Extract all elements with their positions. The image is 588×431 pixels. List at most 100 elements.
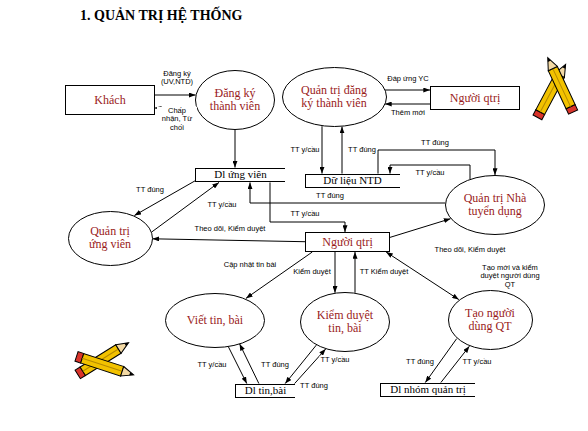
external-entity: Khách <box>65 85 155 115</box>
pencil-lead <box>129 372 134 376</box>
process-ellipse <box>166 293 265 347</box>
pencil-stripe <box>82 358 122 371</box>
external-entity: Người qtrị <box>305 232 390 252</box>
process-circle: Viết tin, bài <box>165 293 265 348</box>
flow-label: Kiểm duyệt <box>292 268 332 276</box>
node-text: Quản trị đăng ký thành viên <box>297 84 371 110</box>
flow-label: TT y/cầu <box>196 361 227 369</box>
pencil <box>543 56 577 115</box>
data-store: Dữ liệu NTD <box>305 174 400 189</box>
process-ellipse <box>196 71 275 130</box>
node-text: Dữ liệu NTD <box>323 175 382 187</box>
pencil-body <box>81 354 124 376</box>
flow-label: TT đúng <box>420 139 450 147</box>
process-circle: Quản trị ứng viên <box>68 211 153 266</box>
process-circle: Đăng ký thành viên <box>195 70 275 130</box>
pencil-tip <box>116 338 131 353</box>
data-store: Dl tin,bài <box>235 384 295 399</box>
data-flow <box>240 344 259 384</box>
data-flow <box>235 130 236 168</box>
node-label: Khách <box>94 94 125 107</box>
pencil-tip <box>543 56 557 71</box>
node-label: Quản trị Nhà tuyển dụng <box>460 192 530 218</box>
pencil-stripe <box>553 69 571 107</box>
process-ellipse <box>448 291 532 350</box>
diagram-title: 1. QUẢN TRỊ HỆ THỐNG <box>80 8 242 24</box>
flow-label: Cập nhật tin bài <box>223 261 278 269</box>
flow-label: Đáp ứng YC <box>386 75 430 83</box>
process-circle: Quản trị đăng ký thành viên <box>282 67 387 127</box>
node-label: Đăng ký thành viên <box>207 87 263 113</box>
node-label: Tạo người dùng QT <box>460 307 520 333</box>
node-text: Viết tin, bài <box>187 314 243 327</box>
flow-label: TT đúng <box>299 382 329 390</box>
pencil-lead <box>562 64 567 69</box>
flow-label: TT đúng <box>260 361 290 369</box>
flow-label: TT đúng <box>315 192 345 200</box>
flow-label: TT y/cầu <box>206 201 237 209</box>
process-ellipse <box>446 176 545 235</box>
process-ellipse <box>282 68 386 127</box>
flow-label: TT y/cầu <box>461 358 492 366</box>
node-label: Dl tin,bài <box>245 385 287 397</box>
data-flow <box>390 219 451 238</box>
flow-label: Đăng ký (UV,NTD) <box>157 70 197 87</box>
node-text: Kiểm duyệt tin, bài <box>313 309 377 335</box>
process-circle: Quản trị Nhà tuyển dụng <box>445 175 545 235</box>
data-flow <box>355 252 356 293</box>
flow-label: TT y/cầu <box>289 210 320 218</box>
node-text: Người qtrị <box>322 236 373 249</box>
pencil-lead <box>124 341 129 346</box>
process-ellipse <box>301 293 390 352</box>
flow-label: TT đúng <box>135 186 165 194</box>
pencil-lead <box>546 57 551 62</box>
process-ellipse <box>68 211 152 265</box>
node-text: Quản trị Nhà tuyển dụng <box>460 192 530 218</box>
node-text: Đăng ký thành viên <box>207 87 263 113</box>
flow-label: TT y/cầu <box>414 169 445 177</box>
data-flow <box>342 127 343 174</box>
node-text: Khách <box>94 94 125 107</box>
process-circle: Tạo người dùng QT <box>448 290 533 350</box>
node-label: Dl ứng viên <box>214 169 266 181</box>
flow-label: Chấp nhận, Từ chối <box>157 107 197 132</box>
external-entity: Người qtrị <box>430 86 520 110</box>
node-text: Dl nhóm quản trị <box>390 384 465 396</box>
flow-label: TT y/cầu <box>289 146 320 154</box>
node-text: Dl tin,bài <box>245 385 287 397</box>
node-text: Quản trị ứng viên <box>80 225 140 251</box>
process-circle: Kiểm duyệt tin, bài <box>300 292 390 352</box>
flow-label: TT đúng <box>347 146 377 154</box>
node-text: Tạo người dùng QT <box>460 307 520 333</box>
pencil-body <box>548 66 575 108</box>
node-label: Quản trị ứng viên <box>80 225 140 251</box>
flow-label: TT y/cầu <box>319 356 350 364</box>
node-label: Quản trị đăng ký thành viên <box>297 84 371 110</box>
data-flow <box>390 165 470 179</box>
data-flow <box>322 126 323 173</box>
flow-label: Tạo mới và kiểm duyệt người dùng QT <box>478 264 542 289</box>
node-label: Kiểm duyệt tin, bài <box>313 309 377 335</box>
data-store: Dl nhóm quản trị <box>380 383 475 398</box>
node-text: Dl ứng viên <box>214 169 266 181</box>
node-label: Dữ liệu NTD <box>323 175 382 187</box>
data-flow <box>134 181 195 216</box>
data-flow <box>155 95 196 96</box>
data-flow <box>152 239 305 242</box>
node-text: Người qtrị <box>450 92 501 105</box>
flow-label: Theo dõi, Kiểm duyệt <box>434 246 507 254</box>
flow-label: Theo dõi, Kiểm duyệt <box>194 225 267 233</box>
node-label: Người qtrị <box>450 92 501 105</box>
pencil-tip <box>121 366 136 379</box>
data-store: Dl ứng viên <box>195 168 285 183</box>
flow-label: TT Kiểm duyệt <box>359 268 410 276</box>
node-label: Viết tin, bài <box>187 314 243 327</box>
pencil <box>75 352 135 380</box>
flow-label: Thêm mới <box>390 109 426 117</box>
flow-label: TT đúng <box>405 358 435 366</box>
data-flow <box>385 90 430 91</box>
node-label: Dl nhóm quản trị <box>390 384 465 396</box>
data-flow <box>385 104 430 105</box>
data-flow <box>295 349 326 383</box>
data-flow <box>270 182 345 232</box>
